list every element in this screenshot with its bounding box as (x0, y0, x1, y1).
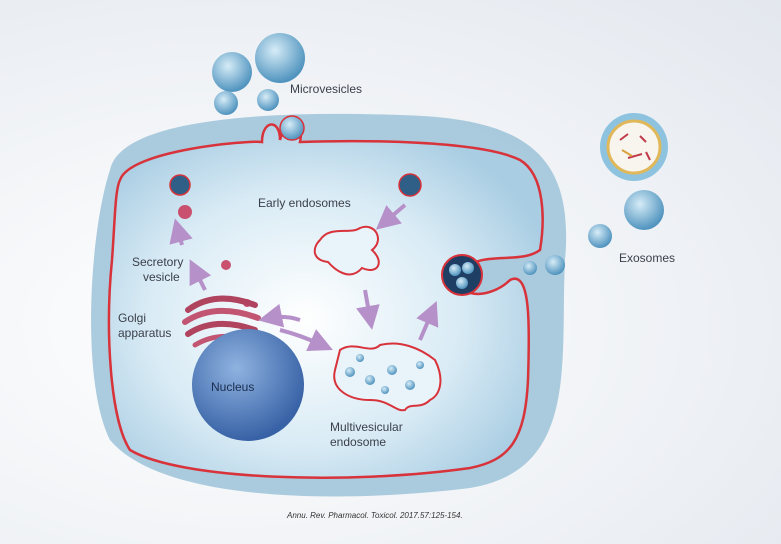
microvesicle (257, 89, 279, 111)
early-endosome (313, 225, 380, 276)
microvesicle (255, 33, 305, 83)
label-microvesicles: Microvesicles (290, 82, 363, 96)
exosome (545, 255, 565, 275)
exosome (523, 261, 537, 275)
label-golgi: Golgi (118, 311, 147, 325)
exosome-vesicles-inside (449, 262, 474, 289)
label-multivesicular: Multivesicular (330, 420, 403, 434)
label-vesicle: vesicle (143, 270, 180, 284)
budding-microvesicle (279, 115, 305, 141)
label-exosomes: Exosomes (619, 251, 676, 265)
label-secretory: Secretory (132, 255, 184, 269)
microvesicle (212, 52, 252, 92)
microvesicle (214, 91, 238, 115)
label-apparatus: apparatus (118, 326, 172, 340)
label-nucleus: Nucleus (211, 380, 255, 394)
pathway-arrows (169, 203, 439, 351)
endocytic-pit (169, 174, 191, 196)
secretory-vesicle (221, 260, 231, 270)
intraluminal-vesicles (345, 354, 424, 394)
label-endosome: endosome (330, 435, 387, 449)
endocytic-pit (398, 173, 422, 197)
exosome (588, 224, 612, 248)
label-early-endosomes: Early endosomes (258, 196, 351, 210)
exosome-detail (600, 113, 668, 181)
exosome (624, 190, 664, 230)
citation: Annu. Rev. Pharmacol. Toxicol. 2017.57:1… (287, 511, 463, 520)
nucleus (192, 329, 304, 441)
secretory-vesicle (178, 205, 192, 219)
